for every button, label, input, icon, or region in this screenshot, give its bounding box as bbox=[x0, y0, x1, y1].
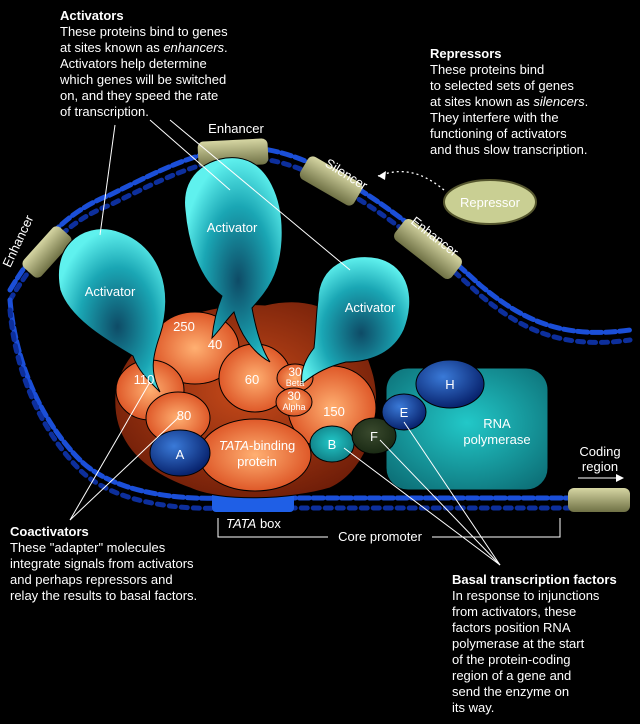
factor-b-label: B bbox=[328, 437, 337, 452]
callout-lines bbox=[69, 119, 620, 566]
enhancer-label-top: Enhancer bbox=[208, 121, 264, 136]
activator-left bbox=[58, 228, 167, 393]
basal-line-2: from activators, these bbox=[452, 604, 577, 619]
repressors-line-1: These proteins bind bbox=[430, 62, 545, 77]
repressors-callout: Repressors These proteins bind to select… bbox=[430, 46, 630, 158]
basal-factors-title: Basal transcription factors bbox=[452, 572, 617, 587]
tbp-italic: TATA bbox=[219, 438, 249, 453]
repressors-line-3b: silencers bbox=[533, 94, 585, 109]
activators-callout: Activators These proteins bind to genes … bbox=[60, 8, 270, 120]
repressors-line-4: They interfere with the bbox=[430, 110, 559, 125]
activators-line-2c: . bbox=[224, 40, 228, 55]
repressors-title: Repressors bbox=[430, 46, 502, 61]
repressors-line-2: to selected sets of genes bbox=[430, 78, 574, 93]
factor-e-label: E bbox=[400, 405, 409, 420]
factor-e bbox=[381, 393, 427, 431]
activator-right bbox=[301, 256, 411, 385]
activators-line-1: These proteins bind to genes bbox=[60, 24, 228, 39]
tata-box-rest: box bbox=[256, 516, 281, 531]
core-promoter-label: Core promoter bbox=[338, 529, 422, 544]
repressors-line-3c: . bbox=[584, 94, 589, 109]
coactivator-30-alpha-label: Alpha bbox=[282, 402, 305, 412]
activators-line-2b: enhancers bbox=[163, 40, 225, 55]
activator-label-right: Activator bbox=[345, 300, 396, 315]
coactivators-line-3: and perhaps repressors and bbox=[10, 572, 173, 587]
coactivators-line-1: These "adapter" molecules bbox=[10, 540, 166, 555]
tbp-rest: -binding bbox=[249, 438, 295, 453]
enhancer-element-right bbox=[394, 219, 462, 279]
activators-line-2a: at sites known as bbox=[60, 40, 164, 55]
repressors-line-6: and thus slow transcription. bbox=[430, 142, 588, 157]
coding-label-2: region bbox=[582, 459, 618, 474]
tbp-label-line1: TATA-binding bbox=[219, 438, 296, 453]
tata-box-label: TATA box bbox=[226, 516, 281, 531]
activator-label-left: Activator bbox=[85, 284, 136, 299]
basal-line-7: send the enzyme on bbox=[452, 684, 570, 699]
coactivator-40: 40 bbox=[208, 337, 222, 352]
rna-pol-label-1: RNA bbox=[483, 416, 511, 431]
coding-region-element bbox=[568, 488, 630, 512]
rna-pol-label-2: polymerase bbox=[463, 432, 530, 447]
repressor-arrow bbox=[377, 170, 445, 191]
factor-h bbox=[415, 359, 485, 409]
tbp-label-line2: protein bbox=[237, 454, 277, 469]
basal-line-3: factors position RNA bbox=[452, 620, 571, 635]
silencer-element bbox=[299, 156, 363, 206]
enhancer-element-left bbox=[22, 226, 72, 278]
coactivator-250: 250 bbox=[173, 319, 195, 334]
factor-f-label: F bbox=[370, 429, 378, 444]
coactivator-150: 150 bbox=[323, 404, 345, 419]
basal-line-5: of the protein-coding bbox=[452, 652, 571, 667]
basal-line-1: In response to injunctions bbox=[452, 588, 600, 603]
factor-a-label: A bbox=[176, 447, 185, 462]
coactivator-30-beta-num: 30 bbox=[288, 365, 302, 379]
activators-line-4: which genes will be switched bbox=[60, 72, 227, 87]
coactivators-line-4: relay the results to basal factors. bbox=[10, 588, 198, 603]
coactivator-30-alpha-num: 30 bbox=[287, 389, 301, 403]
basal-line-6: region of a gene and bbox=[452, 668, 572, 683]
factor-a bbox=[149, 429, 211, 477]
basal-factors-callout: Basal transcription factors In response … bbox=[452, 572, 638, 716]
coactivator-60: 60 bbox=[245, 372, 259, 387]
tata-box-italic: TATA bbox=[226, 516, 256, 531]
repressors-line-3a: at sites known as bbox=[430, 94, 534, 109]
repressor-label: Repressor bbox=[460, 195, 521, 210]
activators-line-3: Activators help determine bbox=[60, 56, 207, 71]
activator-center bbox=[184, 157, 283, 363]
activator-label-center: Activator bbox=[207, 220, 258, 235]
activators-title: Activators bbox=[60, 8, 124, 23]
coactivator-110: 110 bbox=[134, 372, 155, 387]
basal-line-8: its way. bbox=[452, 700, 495, 715]
repressors-line-5: functioning of activators bbox=[430, 126, 567, 141]
coactivator-80: 80 bbox=[177, 408, 191, 423]
coactivator-30-beta-label: Beta bbox=[286, 378, 305, 388]
coactivators-line-2: integrate signals from activators bbox=[10, 556, 194, 571]
coding-label-1: Coding bbox=[579, 444, 620, 459]
basal-line-4: polymerase at the start bbox=[452, 636, 585, 651]
activators-line-6: of transcription. bbox=[60, 104, 149, 119]
activators-line-5: on, and they speed the rate bbox=[60, 88, 219, 103]
repressor bbox=[443, 179, 537, 225]
coactivators-title: Coactivators bbox=[10, 524, 89, 539]
coactivators-callout: Coactivators These "adapter" molecules i… bbox=[10, 524, 250, 604]
factor-h-label: H bbox=[445, 377, 454, 392]
